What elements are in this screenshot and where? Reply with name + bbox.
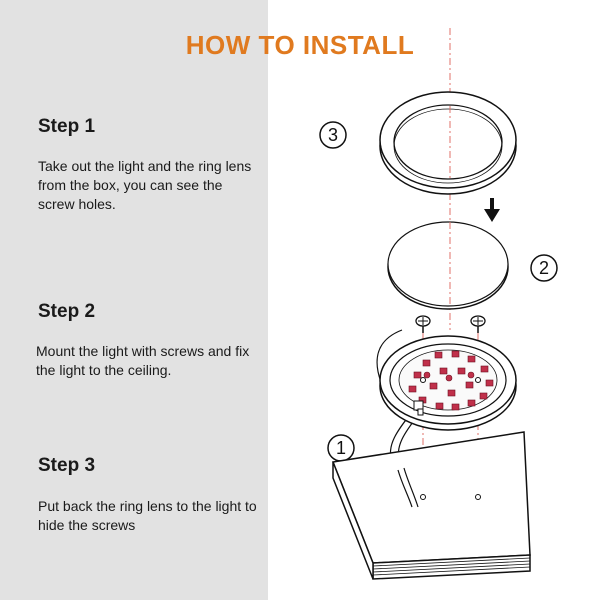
callout-3-label: 3 (328, 125, 338, 145)
lens-disc (387, 221, 509, 310)
step-1-title: Step 1 (38, 116, 96, 137)
screw-icon (470, 315, 486, 333)
step-2-description: Mount the light with screws and fix the … (36, 343, 250, 378)
left-panel (0, 0, 268, 600)
callout-1-label: 1 (336, 438, 346, 458)
ceiling-slab (331, 431, 531, 580)
step-3-description: Put back the ring lens to the light to h… (38, 498, 257, 533)
down-arrow-icon (484, 198, 500, 222)
callout-2-label: 2 (539, 258, 549, 278)
ceiling-holes (420, 494, 481, 500)
led-light-body (379, 335, 517, 431)
screw-icon (415, 315, 431, 333)
ring-lens (379, 91, 517, 195)
mount-holes (420, 377, 481, 383)
connector-block (413, 400, 424, 416)
led-chips (408, 350, 494, 411)
page-title: HOW TO INSTALL (185, 30, 415, 60)
callout-3: 3 (319, 121, 347, 149)
step-1-description: Take out the light and the ring lens fro… (38, 158, 252, 212)
wire-entry (397, 467, 419, 508)
callout-2: 2 (530, 254, 558, 282)
step-3-title: Step 3 (38, 455, 96, 476)
step-2-title: Step 2 (38, 301, 96, 322)
